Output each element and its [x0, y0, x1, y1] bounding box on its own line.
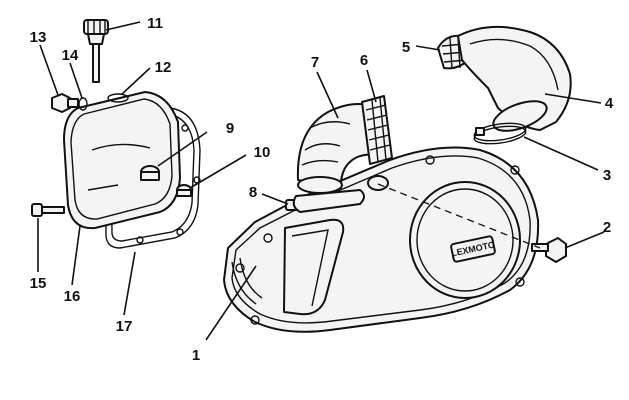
logo-badge: LEXMOTO — [450, 235, 496, 263]
filler-plug-11 — [83, 19, 109, 83]
callout-12: 12 — [155, 59, 172, 76]
callout-13: 13 — [30, 29, 47, 46]
cover-intake-duct-edge — [291, 229, 329, 307]
duct-connector — [292, 189, 365, 213]
side-cover-16-rib2 — [87, 184, 119, 191]
clutch-dome — [409, 181, 521, 299]
bolt-15 — [31, 203, 65, 217]
callout-7: 7 — [311, 54, 319, 71]
side-cover-16-rim — [70, 98, 173, 220]
leader-lines — [37, 21, 605, 341]
callout-labels: 1 2 3 4 5 6 7 8 9 10 11 12 13 14 15 16 1… — [30, 15, 614, 364]
filter-element-6 — [361, 95, 393, 165]
hose-clamp-3 — [473, 122, 527, 145]
callout-4: 4 — [605, 95, 614, 112]
cover-intake-duct — [283, 218, 345, 316]
callout-14: 14 — [62, 47, 79, 64]
intake-elbow-7-mouth — [297, 176, 343, 194]
side-cover-16 — [63, 91, 181, 230]
plug-10 — [176, 184, 192, 197]
intake-elbow-7-ribs — [301, 121, 351, 166]
callout-5: 5 — [402, 39, 410, 56]
air-duct-4-seam — [469, 38, 559, 91]
duct-connector-collar — [367, 175, 389, 191]
o-ring-12 — [107, 93, 129, 103]
callout-17: 17 — [116, 318, 133, 335]
crankcase-cover-1-rim — [231, 155, 531, 324]
callout-2: 2 — [603, 219, 611, 236]
bolt-9 — [140, 165, 160, 181]
callout-1: 1 — [192, 347, 200, 364]
washer-14 — [78, 97, 88, 111]
callout-15: 15 — [30, 275, 47, 292]
callout-9: 9 — [226, 120, 234, 137]
callout-11: 11 — [147, 15, 163, 32]
callout-8: 8 — [249, 184, 257, 201]
bolt-axis-line — [377, 183, 541, 249]
clutch-dome-inner — [416, 188, 514, 292]
callout-6: 6 — [360, 52, 368, 69]
cover-bolt-bosses — [235, 155, 525, 325]
callout-16: 16 — [64, 288, 81, 305]
cover-lower-flange — [231, 257, 263, 305]
side-cover-16-rib — [91, 143, 151, 151]
callout-3: 3 — [603, 167, 611, 184]
callout-10: 10 — [254, 144, 271, 161]
bolt-13 — [51, 93, 79, 113]
